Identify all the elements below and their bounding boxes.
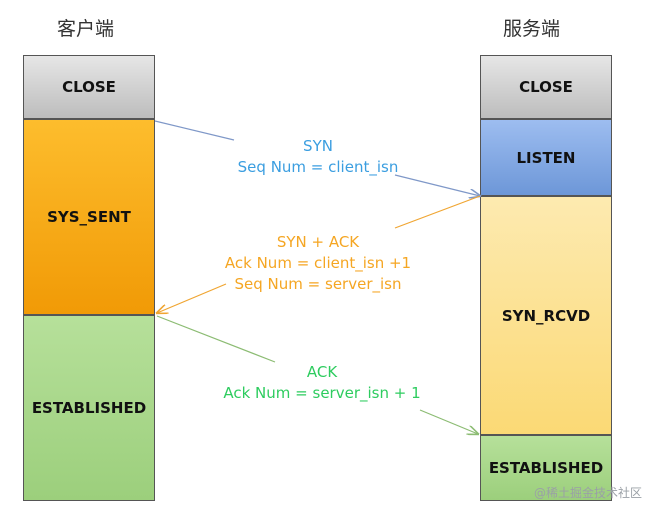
ack-label: ACK [306, 363, 338, 381]
server-state-close: CLOSE [480, 55, 612, 119]
synack-arrow-start [394, 195, 481, 229]
synack-seq-num: Seq Num = server_isn [234, 275, 402, 293]
synack-ack-num: Ack Num = client_isn +1 [224, 254, 412, 272]
client-title: 客户端 [57, 18, 115, 40]
server-state-listen: LISTEN [480, 119, 612, 196]
syn-arrow-end [394, 174, 480, 196]
client-state-established: ESTABLISHED [23, 315, 155, 501]
client-state-close: CLOSE [23, 55, 155, 119]
synack-label: SYN + ACK [276, 233, 360, 251]
ack-arrow-start [156, 315, 276, 363]
syn-arrow-start [154, 120, 235, 141]
syn-label: SYN [303, 137, 333, 155]
syn-seq-num: Seq Num = client_isn [237, 158, 399, 176]
server-state-syn-rcvd: SYN_RCVD [480, 196, 612, 435]
server-state-established: ESTABLISHED [480, 435, 612, 501]
ack-ack-num: Ack Num = server_isn + 1 [223, 384, 421, 402]
ack-message: ACK Ack Num = server_isn + 1 [198, 362, 446, 404]
syn-message: SYN Seq Num = client_isn [218, 136, 418, 178]
ack-arrow-end [419, 409, 478, 434]
synack-arrow-end [157, 283, 227, 313]
client-state-sys-sent: SYS_SENT [23, 119, 155, 315]
synack-message: SYN + ACK Ack Num = client_isn +1 Seq Nu… [198, 232, 438, 295]
server-title: 服务端 [503, 18, 561, 40]
watermark: @稀土掘金技术社区 [533, 486, 642, 500]
